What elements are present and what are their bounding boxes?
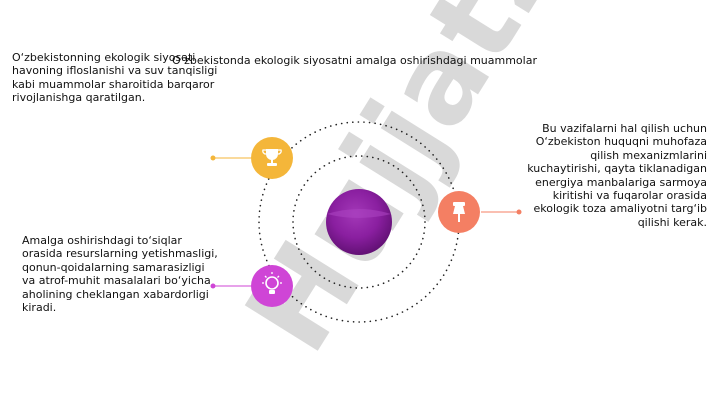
trophy-connector-dot — [210, 155, 216, 161]
lightbulb-icon — [262, 272, 282, 294]
pin-node — [438, 191, 480, 233]
center-sphere — [326, 189, 392, 255]
inner-orbit — [292, 155, 426, 289]
pin-connector-dot — [516, 209, 522, 215]
bottom-left-text: Amalga oshirishdagi to‘siqlar orasida re… — [22, 234, 218, 315]
trophy-node — [251, 137, 293, 179]
right-text: Bu vazifalarni hal qilish uchun O‘zbekis… — [527, 122, 707, 229]
top-left-text: O‘zbekistonning ekologik siyosati havoni… — [12, 51, 218, 105]
pin-icon — [453, 202, 465, 222]
bulb-node — [251, 265, 293, 307]
bulb-connector-dot — [210, 283, 216, 289]
diagram-title: O‘zbekistonda ekologik siyosatni amalga … — [172, 54, 537, 67]
trophy-icon — [262, 149, 282, 166]
